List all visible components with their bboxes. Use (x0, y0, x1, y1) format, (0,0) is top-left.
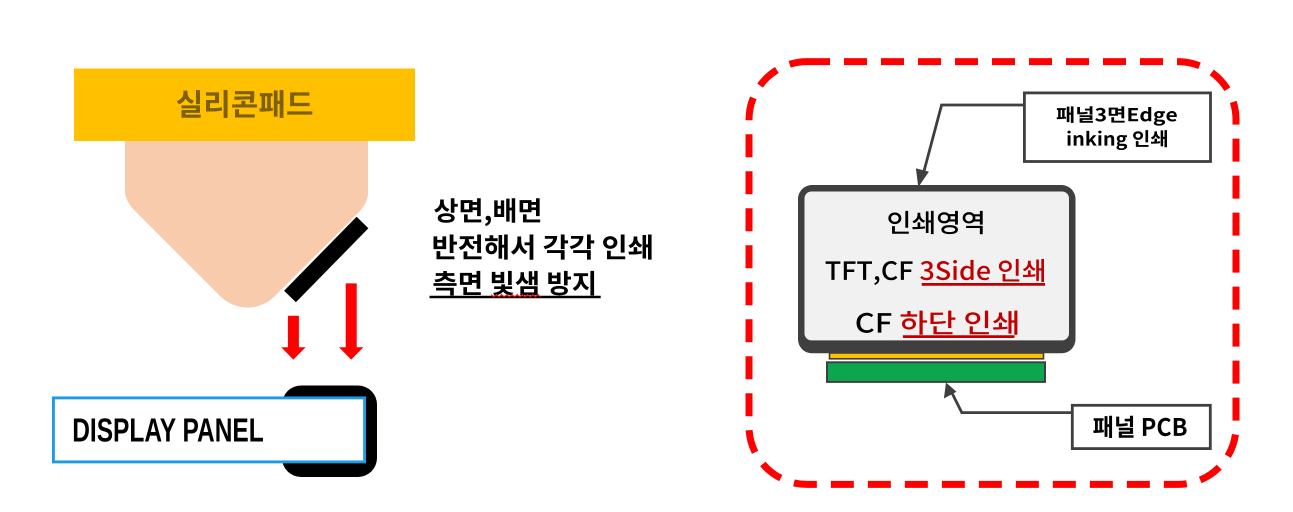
svg-text:DISPLAY PANEL: DISPLAY PANEL (72, 412, 264, 449)
